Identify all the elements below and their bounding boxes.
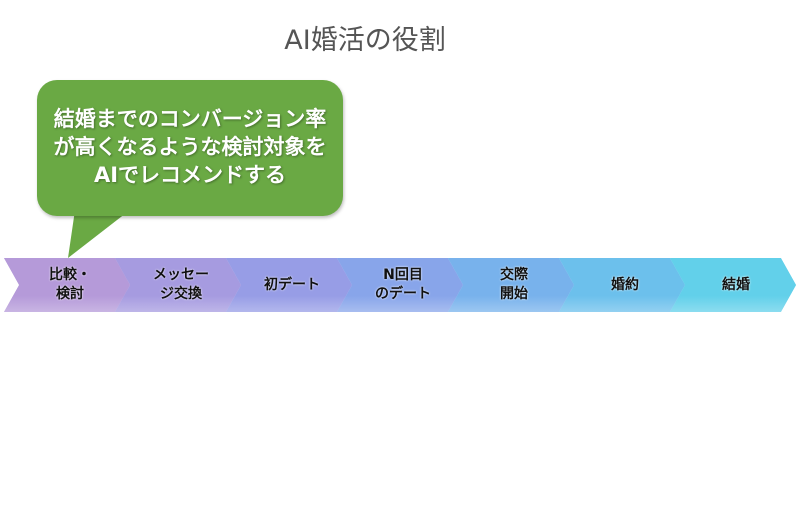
- step-label: 婚約: [611, 276, 639, 293]
- step-label: N回目 のデート: [375, 267, 431, 302]
- step-label: 初デート: [264, 276, 320, 293]
- step-label: メッセー ジ交換: [153, 267, 209, 302]
- callout-bubble: [37, 80, 343, 216]
- step-label: 比較・ 検討: [49, 267, 91, 302]
- step-marriage: 結婚: [670, 258, 796, 312]
- step-first-date: 初デート: [226, 258, 352, 312]
- callout-text: 結婚までのコンバージョン率 が高くなるような検討対象を AIでレコメンドする: [53, 107, 327, 187]
- step-dating: 交際 開始: [448, 258, 574, 312]
- step-label: 交際 開始: [500, 267, 528, 302]
- step-engagement: 婚約: [559, 258, 685, 312]
- slide-title: AI婚活の役割: [284, 25, 446, 56]
- step-compare: 比較・ 検討: [4, 258, 130, 312]
- step-nth-date: N回目 のデート: [337, 258, 463, 312]
- step-label: 結婚: [722, 276, 750, 293]
- step-message-exchange: メッセー ジ交換: [115, 258, 241, 312]
